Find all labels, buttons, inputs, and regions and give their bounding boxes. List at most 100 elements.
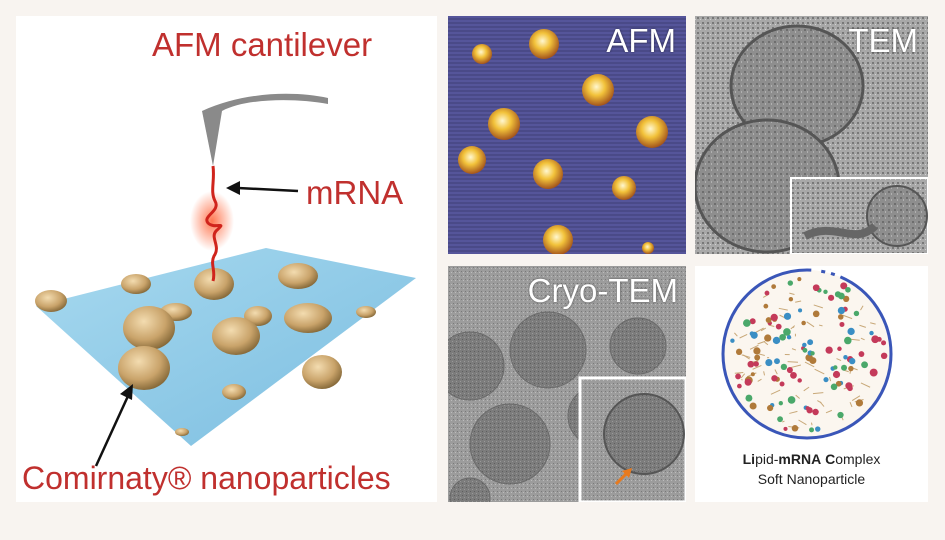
- lipid-dot: [745, 394, 753, 402]
- lipid-dot: [753, 347, 761, 355]
- lipid-dot: [798, 308, 803, 313]
- lipid-dot: [749, 318, 756, 325]
- lipid-dot: [835, 380, 842, 387]
- lipid-dot: [881, 340, 887, 346]
- lipid-dot: [809, 427, 815, 433]
- lipid-dot: [788, 297, 794, 302]
- lipid-dot: [765, 358, 773, 367]
- lipid-dot: [750, 331, 758, 339]
- lipid-dot: [838, 314, 844, 320]
- lipid-dot: [787, 396, 796, 404]
- lipid-dot: [871, 335, 879, 344]
- cryo-tem-micrograph: [448, 266, 686, 502]
- lipid-dot: [750, 372, 755, 377]
- lipid-dot: [767, 404, 774, 412]
- lipid-dot: [876, 336, 882, 342]
- lipid-dot: [802, 347, 808, 353]
- cryo-tem-label: Cryo-TEM: [527, 272, 678, 309]
- nanoparticles-label: Comirnaty® nanoparticles: [22, 460, 391, 496]
- lipid-dot: [783, 312, 792, 320]
- cantilever-tip: [202, 111, 222, 166]
- afm-image-panel: AFM: [448, 16, 686, 254]
- lipid-dot: [749, 402, 757, 410]
- lipid-dot: [797, 277, 802, 282]
- lipid-dot: [754, 354, 761, 361]
- lipid-dot: [847, 327, 855, 336]
- tem-micrograph: [695, 16, 928, 254]
- lipid-dot: [880, 352, 888, 360]
- lipid-dot: [735, 348, 743, 356]
- lipid-dot: [783, 426, 788, 431]
- lipid-dot: [838, 292, 845, 300]
- lipid-dot: [735, 373, 741, 380]
- lipid-mrna-complex-panel: Lipid-mRNA Complex Soft Nanoparticle: [695, 266, 928, 502]
- lipid-dot: [828, 294, 835, 301]
- lipid-dot: [845, 286, 851, 293]
- lipid-dot: [810, 351, 815, 356]
- lipid-dot: [774, 358, 780, 365]
- lipid-dot: [843, 355, 848, 360]
- lipid-dot: [747, 360, 755, 368]
- afm-schematic-illustration: [35, 93, 416, 467]
- lipid-dot: [765, 317, 772, 323]
- lipid-dot: [812, 408, 819, 416]
- nanoparticle-arrow: [94, 384, 133, 467]
- mrna-strand: [205, 165, 223, 282]
- lipid-dot: [786, 335, 792, 340]
- lipid-dot: [730, 338, 735, 343]
- lipid-dot: [743, 319, 751, 327]
- nanoparticle-bumps: [35, 263, 376, 436]
- lipid-dot: [775, 323, 782, 330]
- lipid-dot: [779, 381, 785, 387]
- lipid-dot: [843, 295, 850, 303]
- lipid-dot: [840, 282, 848, 290]
- lipid-dot: [787, 280, 794, 286]
- cantilever-label: AFM cantilever: [152, 26, 373, 63]
- lipid-dot: [869, 330, 874, 336]
- lipid-dot: [855, 399, 864, 407]
- lipid-dot: [853, 310, 860, 317]
- lipid-dot: [797, 378, 802, 383]
- lipid-dot: [823, 377, 829, 383]
- lipid-dot: [764, 290, 770, 296]
- lipid-dot: [837, 306, 845, 315]
- lipid-dot: [770, 313, 778, 322]
- lipid-dot: [861, 361, 868, 369]
- lipid-dot: [869, 368, 878, 377]
- tem-image-panel: TEM: [695, 16, 928, 254]
- afm-height-image: [448, 16, 686, 254]
- lipid-dot: [777, 416, 783, 423]
- mrna-arrow: [226, 181, 299, 195]
- lipid-dot: [780, 363, 788, 371]
- lipid-dot: [737, 383, 742, 389]
- lipid-dot: [778, 401, 783, 406]
- lipid-dot: [802, 342, 807, 348]
- lipid-dot: [848, 365, 854, 372]
- afm-schematic-panel: AFM cantilever mRNA Comirnaty® nanoparti…: [16, 16, 437, 502]
- lipid-dot: [790, 371, 797, 379]
- lipid-dot: [841, 364, 848, 371]
- lipid-dot: [772, 336, 781, 345]
- lipid-dot: [771, 284, 777, 289]
- lipid-dot: [812, 310, 820, 318]
- cantilever-arm: [202, 93, 328, 111]
- tem-label: TEM: [848, 22, 918, 59]
- lipid-dot: [807, 339, 814, 346]
- lipid-dot: [832, 370, 841, 379]
- afm-label: AFM: [606, 22, 676, 59]
- lipid-dot: [830, 383, 838, 391]
- lnc-subtitle: Soft Nanoparticle: [757, 471, 866, 487]
- lipid-dot: [833, 365, 838, 370]
- lipid-dot: [858, 351, 865, 357]
- lipid-dot: [763, 303, 769, 309]
- lipid-dot: [764, 334, 772, 342]
- lipid-dot: [845, 382, 853, 390]
- lipid-dot: [809, 357, 817, 365]
- lipid-dot: [753, 361, 759, 367]
- lipid-dot: [801, 320, 806, 326]
- lipid-dot: [744, 378, 752, 386]
- lipid-dot: [791, 424, 799, 432]
- lipid-dot: [825, 346, 833, 354]
- lipid-dot: [823, 289, 828, 294]
- lnc-title: Lipid-mRNA Complex: [742, 451, 881, 467]
